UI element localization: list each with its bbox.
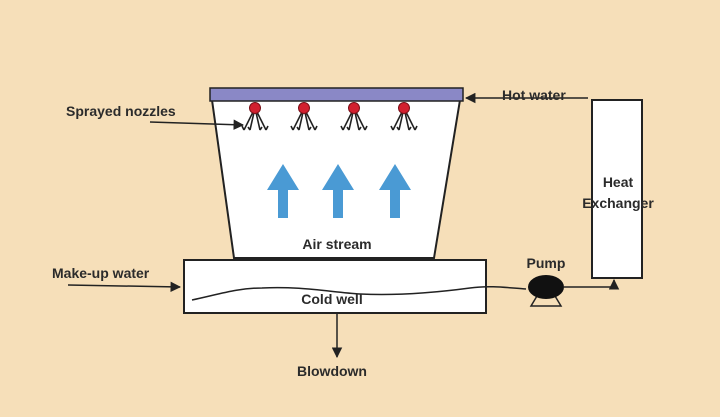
distribution-bar <box>209 87 464 102</box>
water-surface-line <box>191 285 527 301</box>
label-make-up-water: Make-up water <box>52 265 150 281</box>
label-blowdown: Blowdown <box>297 363 367 379</box>
nozzle <box>290 102 318 131</box>
pipe-to-exchanger <box>564 278 620 290</box>
make-up-water-arrow <box>67 281 182 293</box>
heat-exchanger <box>591 99 643 279</box>
label-hot-water: Hot water <box>502 87 566 103</box>
spray-nozzles <box>241 102 418 131</box>
air-arrow-up-icon <box>379 164 411 218</box>
nozzle <box>390 102 418 131</box>
label-sprayed-nozzles: Sprayed nozzles <box>66 103 176 119</box>
air-arrow-up-icon <box>267 164 299 218</box>
cold-well-basin <box>183 259 487 314</box>
label-air-stream: Air stream <box>302 236 371 252</box>
air-arrow-up-icon <box>322 164 354 218</box>
sprayed-nozzles-pointer <box>149 119 245 130</box>
label-heat-exchanger-line1: Heat <box>603 174 634 190</box>
label-heat-exchanger-line2: Exchanger <box>582 195 654 211</box>
pump-icon <box>528 275 564 307</box>
air-arrows <box>267 164 411 218</box>
nozzle <box>340 102 368 131</box>
label-pump: Pump <box>527 255 566 271</box>
label-cold-well: Cold well <box>301 291 362 307</box>
